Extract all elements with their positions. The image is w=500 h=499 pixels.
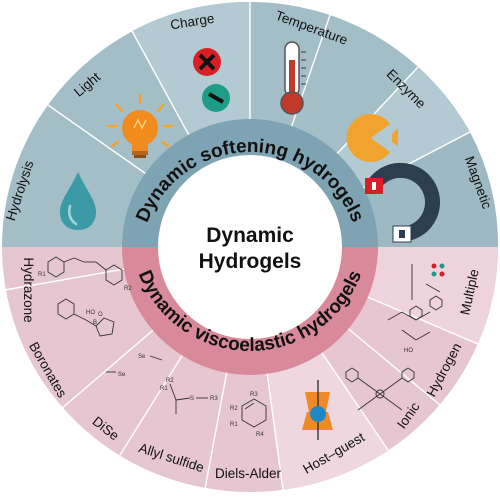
- da-r1: R1: [230, 422, 238, 428]
- allyl-sulfide-structure: S R3 R1 R2: [160, 378, 218, 414]
- dise-se2: Se: [138, 354, 146, 360]
- label-diels-alder: Diels-Alder: [215, 466, 282, 481]
- dise-se1: Se: [118, 372, 126, 378]
- hydrazone-r2: R2: [124, 286, 132, 292]
- da-r3: R3: [250, 392, 258, 398]
- center-title-line1: Dynamic: [206, 224, 294, 247]
- da-r4: R4: [256, 432, 264, 438]
- allyl-r2: R2: [166, 378, 174, 384]
- hydrogen-ho: HO: [404, 348, 413, 354]
- label-hydrazone: Hydrazone: [21, 257, 36, 322]
- allyl-r1: R1: [160, 386, 168, 392]
- boronates-b: B: [93, 320, 97, 326]
- allyl-r3: R3: [210, 396, 218, 402]
- host-guest-icon: [302, 380, 333, 440]
- diels-alder-structure: R3 R2 R1 R4: [230, 392, 267, 438]
- dise-structure: Se Se: [106, 354, 163, 378]
- boronates-o: O: [98, 312, 103, 318]
- center-title-line2: Hydrogels: [199, 250, 302, 273]
- boronates-structure: B O HO: [57, 298, 115, 337]
- hydrazone-r1: R1: [38, 272, 46, 278]
- ionic-structure: [345, 367, 415, 411]
- light-bulb-icon: [106, 93, 174, 158]
- hydrogen-structure: HO: [387, 311, 431, 354]
- magnet-icon: [365, 162, 441, 243]
- hydrazone-structure: R1 R2: [38, 256, 132, 292]
- thermometer-icon: [280, 41, 306, 115]
- enzyme-icon: [346, 114, 398, 163]
- positive-charge-icon: [193, 48, 221, 76]
- negative-charge-icon: [202, 84, 230, 112]
- allyl-s: S: [190, 396, 194, 402]
- water-drop-icon: [60, 172, 96, 230]
- label-charge: Charge: [169, 11, 215, 33]
- da-r2: R2: [230, 406, 238, 412]
- multiple-structure: [409, 263, 445, 321]
- center-disc: [158, 155, 342, 339]
- boronates-ho: HO: [86, 310, 95, 316]
